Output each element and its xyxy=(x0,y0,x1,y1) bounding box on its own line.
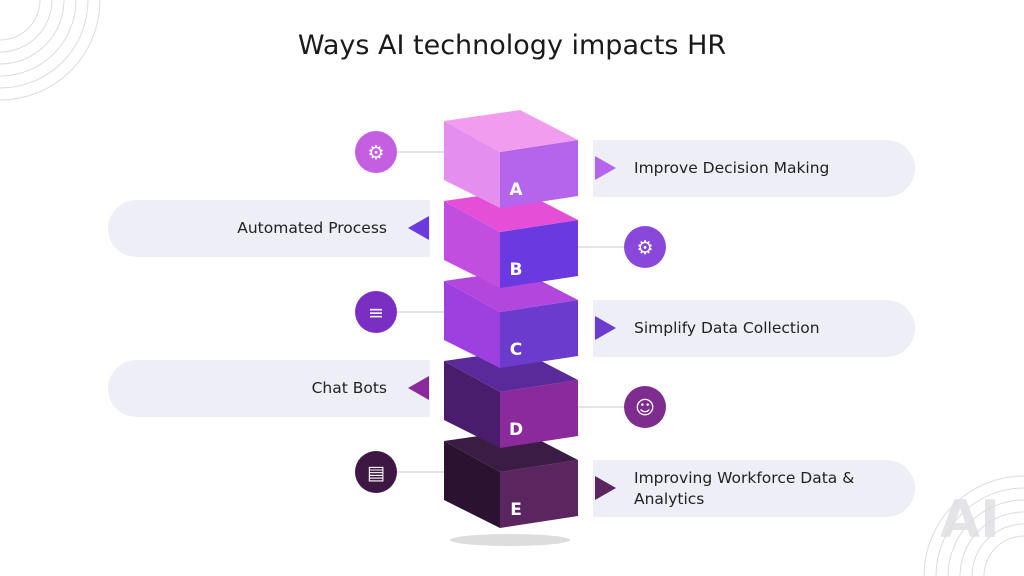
gear-cycle-icon: ⚙ xyxy=(578,226,666,268)
cube-letter: E xyxy=(510,500,522,520)
cube-letter: A xyxy=(509,180,523,200)
cube-front-face xyxy=(500,300,578,368)
cube-left-face xyxy=(444,441,500,528)
stack-shadow xyxy=(450,534,570,546)
pointer-triangle-icon xyxy=(408,376,429,400)
svg-text:≡: ≡ xyxy=(368,302,384,324)
cube-top-face xyxy=(444,350,578,392)
cube-left-face xyxy=(444,361,500,448)
cube-top-face xyxy=(444,430,578,472)
document-profile-icon: ▤ xyxy=(355,451,444,493)
svg-text:⚙: ⚙ xyxy=(367,142,384,164)
svg-text:⚙: ⚙ xyxy=(636,237,653,259)
circuit-decoration xyxy=(0,0,101,101)
label-pill-d: Chat Bots xyxy=(108,360,430,417)
chatbot-icon: ☺ xyxy=(578,386,666,428)
circuit-decoration xyxy=(923,475,1024,576)
cube-c: C xyxy=(444,270,578,368)
pill-label: Improve Decision Making xyxy=(634,159,830,177)
cube-left-face xyxy=(444,121,500,208)
cube-letter: B xyxy=(510,260,523,280)
cube-top-face xyxy=(444,270,578,312)
cube-front-face xyxy=(500,220,578,288)
cube-left-face xyxy=(444,281,500,368)
database-icon: ≡ xyxy=(355,291,444,333)
svg-text:☺: ☺ xyxy=(635,397,655,419)
pointer-triangle-icon xyxy=(595,156,616,180)
cube-d: D xyxy=(444,350,578,448)
pill-label: Improving Workforce Data & Analytics xyxy=(634,468,855,508)
cube-letter: C xyxy=(510,340,522,360)
pointer-triangle-icon xyxy=(595,316,616,340)
cube-front-face xyxy=(500,380,578,448)
label-pill-c: Simplify Data Collection xyxy=(593,300,915,357)
ai-watermark: AI xyxy=(940,490,1000,550)
cube-letter: D xyxy=(509,420,523,440)
cube-e: E xyxy=(444,430,578,528)
label-pill-a: Improve Decision Making xyxy=(593,140,915,197)
cube-b: B xyxy=(444,190,578,288)
pill-label: Chat Bots xyxy=(311,379,387,397)
pointer-triangle-icon xyxy=(595,476,616,500)
page-title: Ways AI technology impacts HR xyxy=(297,30,727,61)
svg-text:▤: ▤ xyxy=(367,462,385,484)
cube-top-face xyxy=(444,190,578,232)
pill-label: Automated Process xyxy=(237,219,387,237)
cube-left-face xyxy=(444,201,500,288)
pill-label: Simplify Data Collection xyxy=(634,319,820,337)
gears-growth-icon: ⚙ xyxy=(355,131,444,173)
pointer-triangle-icon xyxy=(408,216,429,240)
cube-top-face xyxy=(444,110,578,152)
label-pill-e: Improving Workforce Data & Analytics xyxy=(593,460,915,517)
cube-a: A xyxy=(444,110,578,208)
label-pill-b: Automated Process xyxy=(108,200,430,257)
cube-front-face xyxy=(500,140,578,208)
cube-front-face xyxy=(500,460,578,528)
